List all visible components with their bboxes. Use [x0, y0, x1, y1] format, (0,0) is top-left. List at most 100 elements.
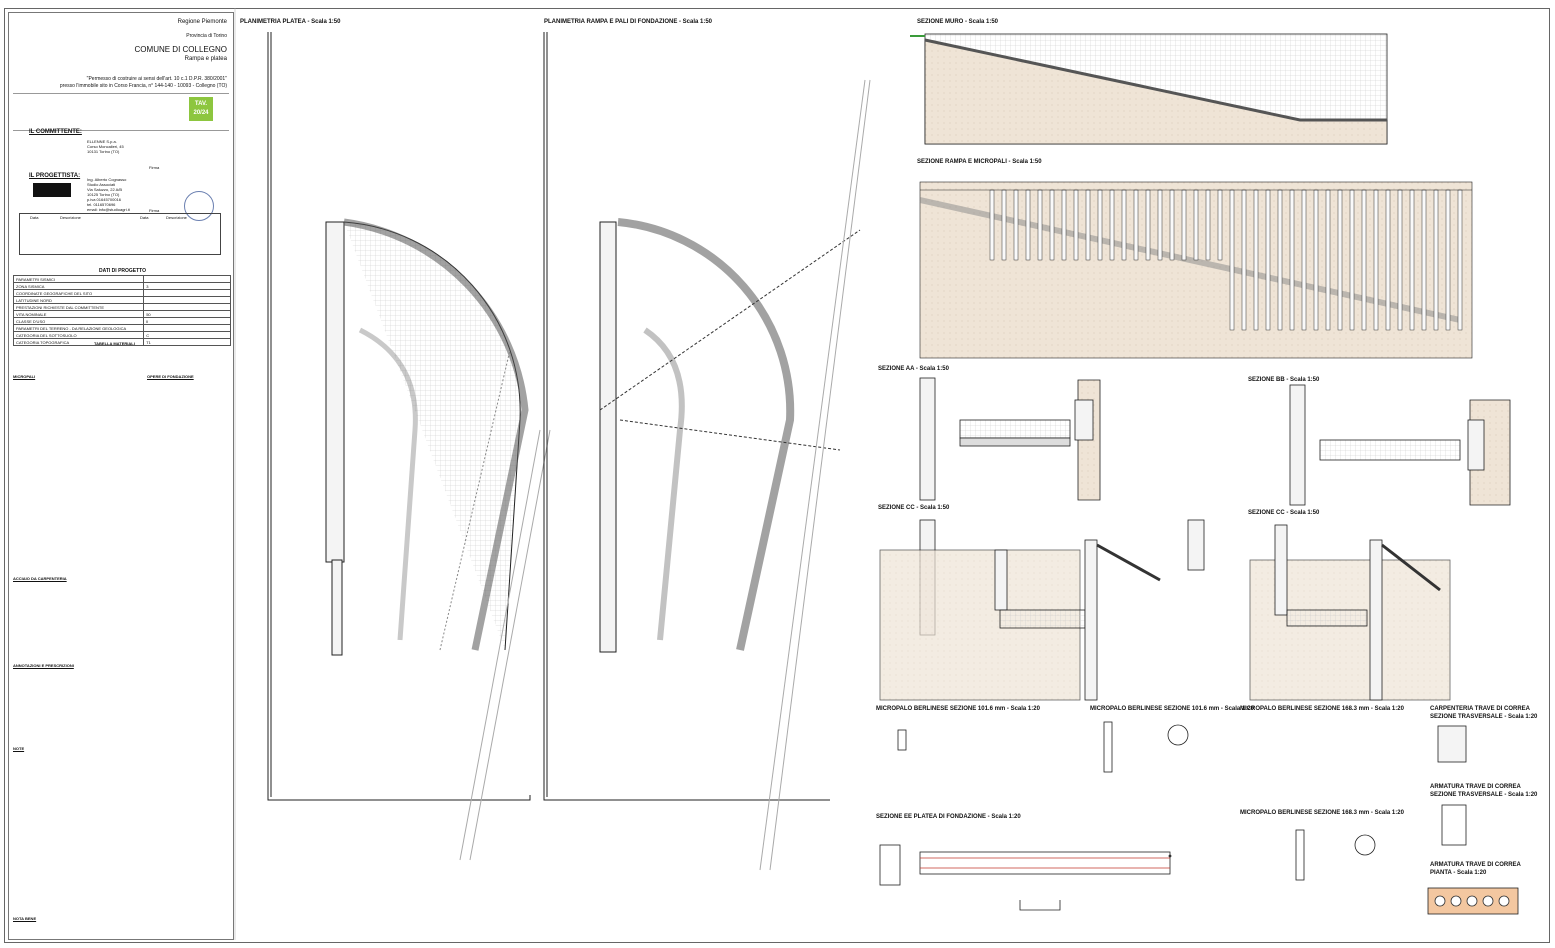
carpenteria-title-2: SEZIONE TRASVERSALE - Scala 1:20: [1430, 714, 1538, 720]
sez-bb-drawing: [1289, 384, 1511, 506]
micropalo-3-title: MICROPALO BERLINESE SEZIONE 168.3 mm - S…: [1240, 706, 1404, 712]
subject: Rampa e platea: [184, 56, 227, 62]
firma-label-1: Firma: [149, 165, 160, 170]
plan1-drawing: [267, 32, 551, 861]
micropalo-pile: [1073, 189, 1079, 261]
region: Regione Piemonte: [177, 19, 227, 25]
materiali-header: MICROPALI: [13, 374, 36, 379]
sez-ee-drawing: [879, 844, 1171, 911]
micropalo-pile: [1385, 189, 1391, 331]
micropalo-pile: [1349, 189, 1355, 331]
micropalo-1-title: MICROPALO BERLINESE SEZIONE 101.6 mm - S…: [876, 706, 1040, 712]
micropalo-pile: [1025, 189, 1031, 261]
tabella-materiali-title: TABELLA MATERIALI: [94, 341, 135, 346]
micropalo-details: [897, 721, 1376, 881]
micropalo-pile: [1061, 189, 1067, 261]
acciaio-header: ACCIAIO DA CARPENTERIA: [13, 576, 67, 581]
micropalo-pile: [1217, 189, 1223, 261]
micropalo-plan-circle: [1450, 895, 1462, 907]
micropalo-pile: [1301, 189, 1307, 331]
permit-line-2: presso l'immobile sito in Corso Francia,…: [59, 83, 227, 89]
micropalo-pile: [1265, 189, 1271, 331]
sez-aa-drawing: [919, 377, 1101, 501]
opere-fondazione-header: OPERE DI FONDAZIONE: [147, 374, 194, 379]
drawing-sheet: [4, 8, 1550, 943]
micropalo-pile: [1277, 189, 1283, 331]
armatura-pianta-title-1: ARMATURA TRAVE DI CORREA: [1430, 862, 1521, 868]
trave-correa-details: [1427, 725, 1519, 915]
tav-badge: TAV.20/24: [189, 97, 213, 121]
professional-stamp: [184, 191, 214, 221]
micropalo-pile: [1409, 189, 1415, 331]
annotazioni-header: ANNOTAZIONI E PRESCRIZIONI: [13, 663, 74, 668]
micropalo-pile: [1337, 189, 1343, 331]
armatura-pianta-title-2: PIANTA - Scala 1:20: [1430, 870, 1487, 876]
armatura-title-2: SEZIONE TRASVERSALE - Scala 1:20: [1430, 792, 1538, 798]
micropalo-pile: [1013, 189, 1019, 261]
plan1-title: PLANIMETRIA PLATEA - Scala 1:50: [240, 19, 341, 25]
micropalo-pile: [1361, 189, 1367, 331]
micropalo-pile: [1085, 189, 1091, 261]
micropalo-pile: [1445, 189, 1451, 331]
plan2-drawing: [543, 32, 871, 871]
permit-line-1: "Permesso di costruire ai sensi dell'art…: [86, 76, 227, 82]
sez-muro-drawing: [910, 33, 1388, 145]
micropalo-pile: [1373, 189, 1379, 331]
municipality: COMUNE DI COLLEGNO: [134, 45, 227, 54]
micropalo-pile: [1205, 189, 1211, 261]
sez-muro-title: SEZIONE MURO - Scala 1:50: [917, 19, 999, 25]
sez-cc1-title: SEZIONE CC - Scala 1:50: [878, 505, 950, 511]
dati-progetto-label: CATEGORIA TOPOGRAFICA: [12, 338, 145, 346]
carpenteria-title-1: CARPENTERIA TRAVE DI CORREA: [1430, 706, 1531, 712]
micropalo-pile: [1253, 189, 1259, 331]
micropalo-pile: [1289, 189, 1295, 331]
micropalo-plan-circle: [1466, 895, 1478, 907]
micropalo-pile: [1229, 189, 1235, 331]
dati-progetto-title: DATI DI PROGETTO: [99, 268, 147, 274]
micropalo-2-title: MICROPALO BERLINESE SEZIONE 101.6 mm - S…: [1090, 706, 1254, 712]
micropalo-pile: [1325, 189, 1331, 331]
micropalo-plan-circle: [1498, 895, 1510, 907]
micropalo-pile: [1097, 189, 1103, 261]
progettista-label: IL PROGETTISTA:: [29, 173, 81, 179]
micropalo-pile: [1313, 189, 1319, 331]
micropalo-pile: [1181, 189, 1187, 261]
micropalo-pile: [1037, 189, 1043, 261]
province: Provincia di Torino: [186, 33, 227, 39]
progettista-address: Ing. Alberto Cognasso Studio Associati V…: [87, 177, 130, 212]
committente-address: ELLENNE S.p.a. Corso Moncalieri, 45 1013…: [87, 139, 124, 154]
sez-rampa-drawing: [919, 181, 1473, 359]
nota-bene-header: NOTA BENE: [13, 916, 37, 921]
sez-cc2-title: SEZIONE CC - Scala 1:50: [1248, 510, 1320, 516]
micropalo-pile: [1433, 189, 1439, 331]
micropalo-pile: [1421, 189, 1427, 331]
micropalo-pile: [1193, 189, 1199, 261]
sez-cc1-drawing: [879, 519, 1205, 701]
armatura-title-1: ARMATURA TRAVE DI CORREA: [1430, 784, 1521, 790]
micropalo-plan-circle: [1482, 895, 1494, 907]
revision-table: Data Descrizione Data Descrizione: [19, 213, 221, 255]
sez-ee-title: SEZIONE EE PLATEA DI FONDAZIONE - Scala …: [876, 814, 1021, 820]
micropalo-pile: [1169, 189, 1175, 261]
micropalo-pile: [1241, 189, 1247, 331]
sez-bb-title: SEZIONE BB - Scala 1:50: [1248, 377, 1320, 383]
micropalo-pile: [989, 189, 995, 261]
micropalo-pile: [1145, 189, 1151, 261]
micropalo-4-title: MICROPALO BERLINESE SEZIONE 168.3 mm - S…: [1240, 810, 1404, 816]
micropalo-pile: [1049, 189, 1055, 261]
sez-cc2-drawing: [1249, 524, 1451, 701]
committente-label: IL COMMITTENTE:: [29, 129, 82, 135]
micropalo-pile: [1457, 189, 1463, 331]
micropalo-plan-circle: [1434, 895, 1446, 907]
sez-aa-title: SEZIONE AA - Scala 1:50: [878, 366, 949, 372]
micropalo-pile: [1157, 189, 1163, 261]
micropalo-pile: [1397, 189, 1403, 331]
sez-rampa-title: SEZIONE RAMPA E MICROPALI - Scala 1:50: [917, 159, 1042, 165]
note-header: NOTE: [13, 746, 25, 751]
micropalo-pile: [1001, 189, 1007, 261]
company-logo: [33, 183, 71, 197]
firma-label-2: Firma: [149, 208, 160, 213]
